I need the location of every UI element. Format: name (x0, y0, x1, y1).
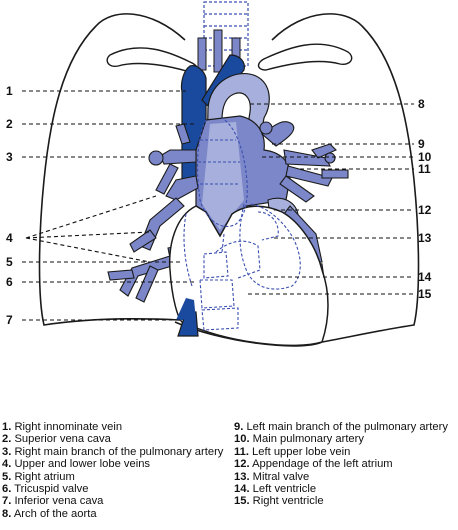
legend-item-15: 15. Right ventricle (234, 495, 458, 507)
legend-item-5: 5. Right atrium (2, 471, 230, 483)
heart-body (168, 205, 329, 347)
callout-12: 12 (418, 203, 432, 217)
right-pulmonary-branches (129, 123, 199, 253)
legend-item-6: 6. Tricuspid valve (2, 483, 230, 495)
legend-num: 6. (2, 483, 12, 496)
legend-item-7: 7. Inferior vena cava (2, 495, 230, 507)
pulmonary-trunk-light (202, 122, 244, 230)
legend-num: 9. (234, 421, 244, 433)
callout-2: 2 (6, 117, 13, 131)
legend-num: 12. (234, 458, 250, 471)
legend-text: Mitral valve (252, 470, 310, 483)
legend-text: Upper and lower lobe veins (14, 458, 151, 471)
legend-item-1: 1. Right innominate vein (2, 421, 230, 433)
callout-6: 6 (6, 275, 13, 289)
left-clavicle (257, 43, 353, 71)
callout-15: 15 (418, 287, 432, 301)
callout-7: 7 (6, 313, 13, 327)
legend-num: 3. (2, 445, 12, 458)
legend-text: Inferior vena cava (14, 495, 104, 508)
legend-text: Superior vena cava (14, 433, 111, 446)
legend-item-10: 10. Main pulmonary artery (234, 433, 458, 445)
legend-text: Arch of the aorta (13, 507, 97, 520)
callout-11: 11 (418, 162, 431, 176)
legend-item-8: 8. Arch of the aorta (2, 508, 230, 520)
ivc-lower (176, 298, 196, 320)
callout-10: 10 (418, 150, 432, 164)
legend-text: Left upper lobe vein (252, 445, 351, 458)
legend-left-column: 1. Right innominate vein 2. Superior ven… (2, 421, 230, 520)
legend-num: 1. (2, 421, 12, 433)
legend-num: 4. (2, 458, 12, 471)
chest-anatomy-diagram: 1 2 3 4 5 6 7 8 9 10 11 12 13 14 15 (6, 1, 432, 347)
callout-3: 3 (6, 150, 13, 164)
legend-item-12: 12. Appendage of the left atrium (234, 458, 458, 470)
legend-num: 10. (234, 433, 250, 446)
legend-text: Left ventricle (252, 483, 317, 496)
callout-14: 14 (418, 270, 432, 284)
legend-text: Left main branch of the pulmonary artery (246, 421, 448, 433)
right-clavicle (106, 47, 199, 74)
legend-num: 7. (2, 495, 12, 508)
legend-text: Appendage of the left atrium (252, 458, 393, 471)
legend-item-13: 13. Mitral valve (234, 471, 458, 483)
legend-text: Right innominate vein (14, 421, 123, 433)
legend-item-9: 9. Left main branch of the pulmonary art… (234, 421, 458, 433)
legend-num: 14. (234, 483, 250, 496)
legend-text: Right main branch of the pulmonary arter… (14, 445, 224, 458)
legend-num: 8. (2, 507, 12, 520)
callout-5: 5 (6, 255, 13, 269)
callout-8: 8 (418, 97, 425, 111)
thorax-outline (38, 13, 420, 343)
left-pulmonary-branches (259, 121, 349, 203)
legend-item-4: 4. Upper and lower lobe veins (2, 458, 230, 470)
chamber-dashed-outlines (183, 117, 301, 331)
callout-9: 9 (418, 137, 425, 151)
legend-text: Right ventricle (252, 495, 324, 508)
legend: 1. Right innominate vein 2. Superior ven… (0, 421, 458, 530)
trachea-dashed (203, 1, 249, 67)
legend-text: Main pulmonary artery (252, 433, 364, 446)
callout-13: 13 (418, 231, 432, 245)
legend-item-14: 14. Left ventricle (234, 483, 458, 495)
legend-num: 15. (234, 495, 250, 508)
legend-item-2: 2. Superior vena cava (2, 433, 230, 445)
legend-num: 11. (234, 445, 249, 458)
callout-4: 4 (6, 231, 13, 245)
legend-num: 2. (2, 433, 12, 446)
callout-1: 1 (6, 84, 13, 98)
legend-text: Right atrium (14, 470, 75, 483)
legend-item-3: 3. Right main branch of the pulmonary ar… (2, 446, 230, 458)
leader-lines (22, 90, 414, 321)
legend-num: 13. (234, 470, 250, 483)
legend-right-column: 9. Left main branch of the pulmonary art… (234, 421, 458, 508)
legend-text: Tricuspid valve (14, 483, 89, 496)
legend-item-11: 11. Left upper lobe vein (234, 446, 458, 458)
legend-num: 5. (2, 470, 12, 483)
